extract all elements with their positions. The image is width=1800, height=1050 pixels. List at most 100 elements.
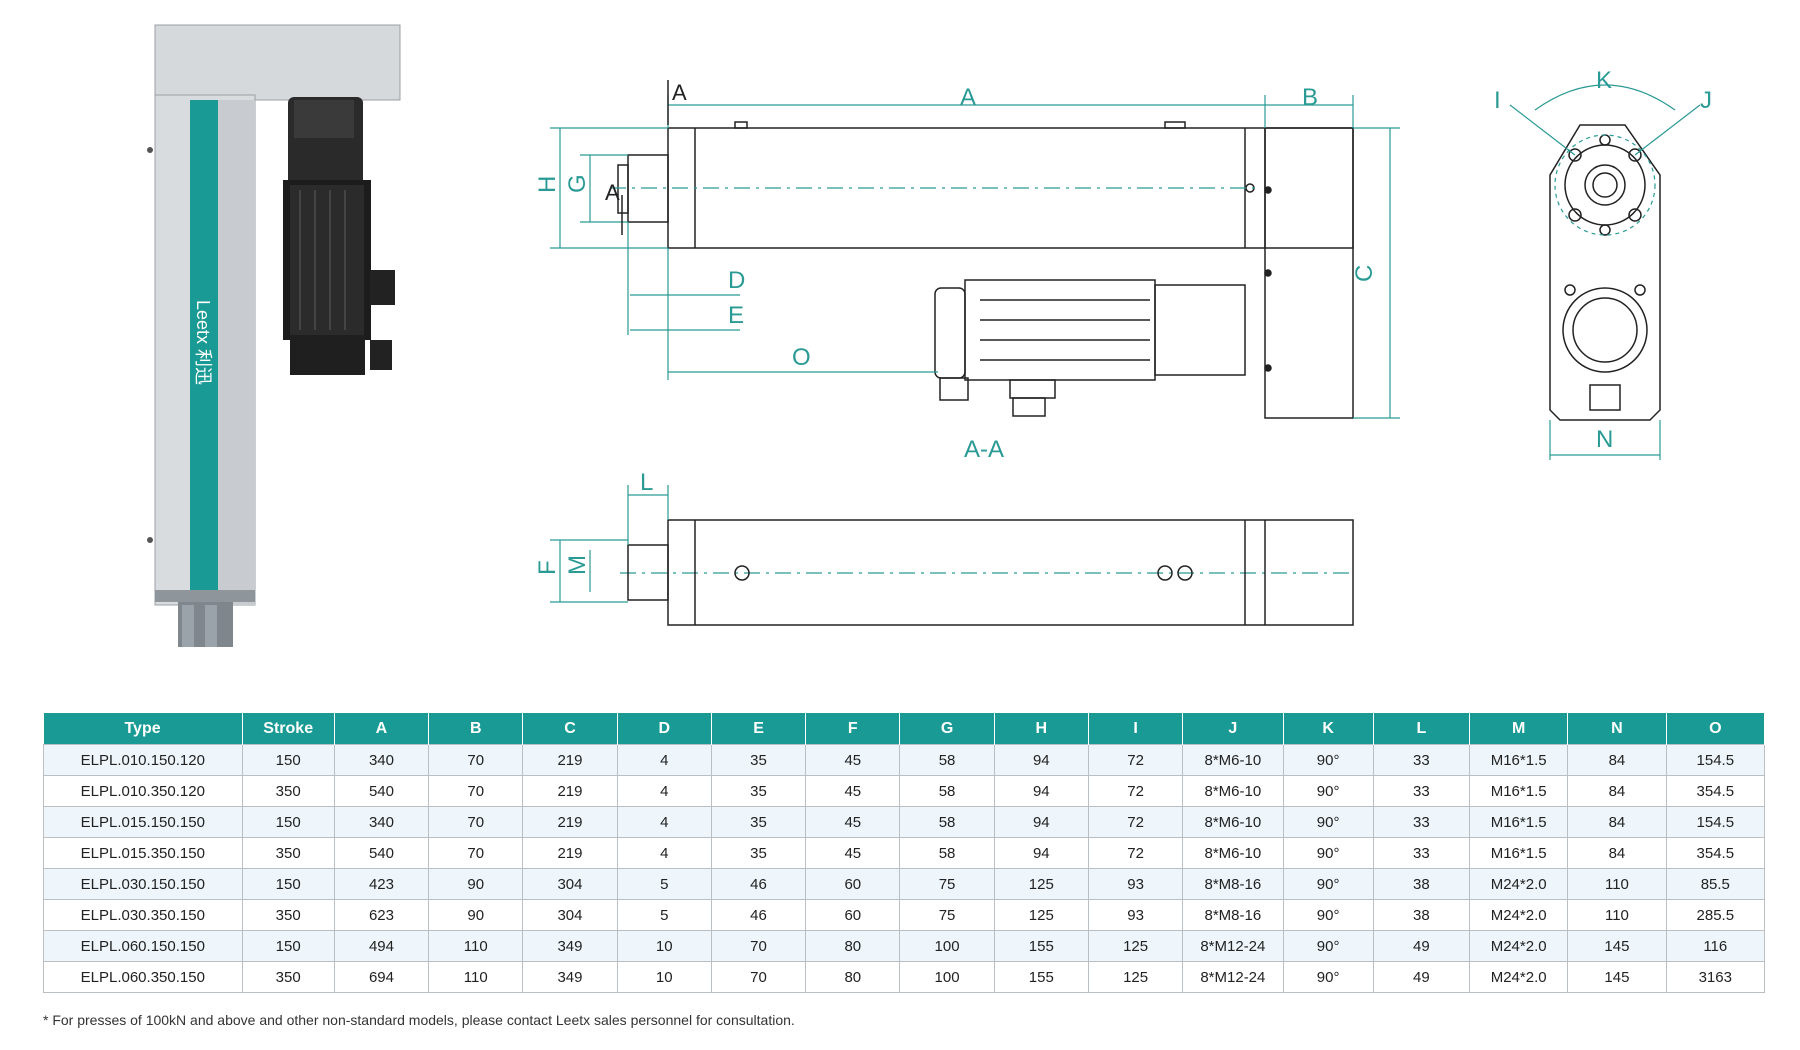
brand-logo: Leetx 利迅 (193, 300, 213, 385)
section-label: A-A (964, 436, 1004, 463)
table-cell: 304 (522, 868, 618, 900)
table-cell: 33 (1372, 837, 1471, 869)
top-view-dims (550, 485, 669, 603)
table-cell: 8*M6-10 (1182, 806, 1284, 838)
table-cell: 46 (710, 899, 807, 931)
table-cell: M24*2.0 (1469, 868, 1569, 900)
table-cell: 60 (805, 899, 901, 931)
footnote: * For presses of 100kN and above and oth… (43, 1012, 795, 1028)
column-header-a: A (334, 713, 430, 745)
table-cell: 94 (993, 837, 1089, 869)
dim-label-k: K (1596, 67, 1612, 94)
table-cell: 8*M6-10 (1182, 837, 1284, 869)
table-cell: 90° (1282, 775, 1374, 807)
table-cell: 340 (333, 744, 430, 776)
table-cell: 90° (1282, 744, 1374, 776)
table-cell: 45 (805, 806, 901, 838)
table-cell: M24*2.0 (1469, 899, 1569, 931)
table-cell: 8*M12-24 (1182, 961, 1284, 993)
table-cell: 349 (522, 930, 618, 962)
table-cell: 100 (899, 961, 995, 993)
table-cell: 219 (522, 837, 618, 869)
table-cell: 125 (993, 868, 1089, 900)
table-cell: 350 (241, 775, 335, 807)
table-cell: 8*M6-10 (1182, 775, 1284, 807)
product-photo: Leetx 利迅 (147, 24, 401, 647)
table-cell: 694 (333, 961, 430, 993)
table-cell: 154.5 (1665, 744, 1766, 776)
table-cell: 49 (1372, 961, 1471, 993)
table-cell: 90° (1282, 837, 1374, 869)
table-cell: 623 (333, 899, 430, 931)
table-cell: 72 (1087, 744, 1184, 776)
table-cell: 4 (616, 744, 712, 776)
table-cell: 38 (1372, 868, 1471, 900)
table-cell: 35 (710, 744, 807, 776)
column-header-stroke: Stroke (242, 713, 335, 745)
table-cell: 90° (1282, 868, 1374, 900)
table-cell: 90° (1282, 806, 1374, 838)
table-cell: 90° (1282, 961, 1374, 993)
table-cell: 5 (616, 868, 712, 900)
dim-label-n: N (1596, 426, 1613, 453)
table-cell: 150 (241, 744, 335, 776)
dim-label-l: L (640, 469, 653, 496)
table-cell: 3163 (1665, 961, 1766, 993)
column-header-h: H (994, 713, 1089, 745)
table-cell: 58 (899, 744, 995, 776)
table-cell: 154.5 (1665, 806, 1766, 838)
table-cell: ELPL.030.150.150 (43, 868, 243, 900)
table-cell: M16*1.5 (1469, 744, 1569, 776)
table-cell: 219 (522, 775, 618, 807)
table-cell: 349 (522, 961, 618, 993)
table-cell: 46 (710, 868, 807, 900)
table-cell: 8*M8-16 (1182, 899, 1284, 931)
table-cell: 155 (993, 930, 1089, 962)
dim-label-m: M (564, 555, 591, 575)
table-cell: M16*1.5 (1469, 837, 1569, 869)
table-cell: ELPL.015.350.150 (43, 837, 243, 869)
dim-label-a: A (960, 84, 976, 111)
table-cell: 340 (333, 806, 430, 838)
table-cell: 90° (1282, 930, 1374, 962)
table-cell: ELPL.015.150.150 (43, 806, 243, 838)
table-cell: 45 (805, 837, 901, 869)
table-cell: 70 (428, 744, 524, 776)
dim-label-h: H (534, 176, 561, 193)
table-cell: 84 (1567, 744, 1667, 776)
table-cell: 150 (241, 930, 335, 962)
table-cell: 219 (522, 744, 618, 776)
table-cell: 423 (333, 868, 430, 900)
table-cell: 70 (710, 930, 807, 962)
table-cell: M16*1.5 (1469, 775, 1569, 807)
table-cell: 90° (1282, 899, 1374, 931)
dim-label-e: E (728, 302, 744, 329)
table-cell: 49 (1372, 930, 1471, 962)
table-cell: 90 (428, 899, 524, 931)
table-cell: 110 (1567, 868, 1667, 900)
table-cell: 84 (1567, 806, 1667, 838)
table-cell: 90 (428, 868, 524, 900)
technical-drawings: Leetx 利迅 (147, 24, 1712, 647)
table-cell: ELPL.030.350.150 (43, 899, 243, 931)
table-cell: 33 (1372, 775, 1471, 807)
table-cell: 94 (993, 744, 1089, 776)
table-cell: 60 (805, 868, 901, 900)
table-cell: 8*M6-10 (1182, 744, 1284, 776)
table-cell: 84 (1567, 775, 1667, 807)
table-cell: 4 (616, 806, 712, 838)
section-mark-top: A (672, 80, 687, 105)
table-cell: 125 (1087, 961, 1184, 993)
top-view (627, 519, 1354, 626)
end-view (1549, 124, 1661, 421)
table-cell: 145 (1567, 961, 1667, 993)
table-cell: 10 (616, 961, 712, 993)
table-cell: 350 (241, 837, 335, 869)
table-cell: 94 (993, 775, 1089, 807)
table-cell: 33 (1372, 806, 1471, 838)
